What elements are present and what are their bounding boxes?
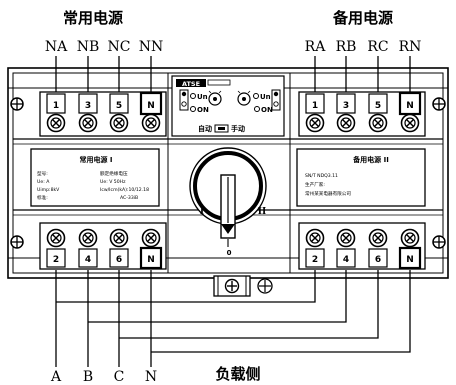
- label-nb: NB: [77, 39, 100, 55]
- top-wires: [55, 56, 411, 93]
- terminal-num: 6: [116, 255, 122, 265]
- top-phase-labels-right: RA RB RC RN: [305, 39, 422, 55]
- manual-label: 手动: [231, 124, 245, 133]
- label-na: NA: [45, 39, 68, 55]
- control-panel: ATSE Un ON Un ON 自动 手动: [171, 75, 285, 137]
- nameplate-right-title: 备用电源 II: [352, 155, 389, 164]
- nameplate-line: SN/T NDQ3.11: [305, 173, 338, 179]
- nameplate-right: 备用电源 II SN/T NDQ3.11 生产厂家: 常州某某电器有限公司: [296, 148, 426, 207]
- terminal-num: 4: [343, 255, 349, 265]
- terminal-num: 1: [312, 101, 318, 111]
- terminal-num: 1: [53, 101, 59, 111]
- nameplate-line: Ue: V 50Hz: [100, 179, 126, 185]
- normal-source-heading: 常用电源: [63, 9, 123, 27]
- screw-terminal: [78, 228, 98, 248]
- label-rc: RC: [367, 39, 388, 55]
- ground-terminal: [213, 275, 273, 297]
- on-right-label: ON: [261, 106, 273, 114]
- load-phase-labels: A B C N: [50, 369, 157, 385]
- screw-terminal: [109, 228, 129, 248]
- mount-hole-top-left: [10, 97, 24, 111]
- nameplate-left: 常用电源 I 型号: Ue: A Uimp:8kV 标准: 额定绝缘电压 Ue:…: [30, 148, 160, 207]
- bottom-terminal-block-right: 2 4 6 N: [298, 222, 426, 270]
- screw-terminal: [336, 113, 356, 133]
- screw-terminal: [368, 228, 388, 248]
- label-c: C: [114, 369, 125, 385]
- mount-hole-top-right: [432, 97, 446, 111]
- nameplate-line: 标准:: [37, 194, 48, 201]
- load-side-heading: 负载侧: [215, 365, 260, 383]
- terminal-num: N: [406, 255, 414, 265]
- screw-terminal: [305, 113, 325, 133]
- screw-terminal: [46, 228, 66, 248]
- nameplate-line: 常州某某电器有限公司: [305, 190, 351, 197]
- terminal-num: 2: [312, 255, 318, 265]
- terminal-num: N: [147, 101, 155, 111]
- label-nn: NN: [139, 39, 164, 55]
- un-left-label: Un: [197, 93, 208, 101]
- label-rn: RN: [399, 39, 422, 55]
- switch-pos-i: I: [200, 207, 204, 217]
- nameplate-line: 额定绝缘电压: [100, 170, 128, 177]
- nameplate-line: Ue: A: [37, 179, 50, 185]
- screw-terminal: [109, 113, 129, 133]
- screw-terminal: [46, 113, 66, 133]
- nameplate-line: 生产厂家:: [305, 181, 325, 188]
- switch-pos-zero: 0: [227, 249, 232, 257]
- un-right-label: Un: [260, 93, 271, 101]
- screw-terminal: [141, 113, 161, 133]
- nameplate-line: Icw/Icm(kA):10/12.18: [100, 187, 149, 193]
- screw-terminal: [400, 113, 420, 133]
- nameplate-left-title: 常用电源 I: [79, 155, 112, 164]
- rotary-switch: I II 0: [189, 147, 267, 257]
- label-ra: RA: [305, 39, 327, 55]
- screw-terminal: [368, 113, 388, 133]
- nameplate-line: AC-33iB: [120, 195, 138, 201]
- label-rb: RB: [336, 39, 357, 55]
- terminal-num: 6: [375, 255, 381, 265]
- mount-hole-bottom-right: [432, 235, 446, 249]
- terminal-num: N: [147, 255, 155, 265]
- on-left-label: ON: [197, 106, 209, 114]
- terminal-num: N: [406, 101, 414, 111]
- terminal-num: 5: [116, 101, 122, 111]
- label-a: A: [50, 369, 62, 385]
- auto-label: 自动: [198, 124, 212, 133]
- screw-terminal: [400, 228, 420, 248]
- switch-pointer-icon: [221, 224, 235, 234]
- brand-label: ATSE: [182, 80, 200, 88]
- switch-pos-ii: II: [258, 207, 266, 217]
- terminal-num: 3: [343, 101, 349, 111]
- screw-terminal: [78, 113, 98, 133]
- nameplate-line: 型号:: [37, 170, 48, 177]
- brand-badge: [176, 79, 206, 87]
- screw-terminal: [305, 228, 325, 248]
- terminal-num: 5: [375, 101, 381, 111]
- terminal-num: 4: [85, 255, 91, 265]
- bottom-terminal-block-left: 2 4 6 N: [39, 222, 167, 270]
- backup-source-heading: 备用电源: [332, 9, 393, 27]
- top-terminal-block-left: 1 3 5 N: [39, 91, 167, 137]
- load-wiring: [55, 270, 411, 367]
- label-nc: NC: [108, 39, 131, 55]
- screw-terminal: [336, 228, 356, 248]
- screw-terminal: [141, 228, 161, 248]
- top-terminal-block-right: 1 3 5 N: [298, 91, 426, 137]
- mount-hole-bottom-left: [10, 235, 24, 249]
- terminal-num: 3: [85, 101, 91, 111]
- label-b: B: [83, 369, 93, 385]
- top-phase-labels-left: NA NB NC NN: [45, 39, 163, 55]
- label-n: N: [145, 369, 157, 385]
- terminal-num: 2: [53, 255, 59, 265]
- nameplate-line: Uimp:8kV: [37, 187, 60, 193]
